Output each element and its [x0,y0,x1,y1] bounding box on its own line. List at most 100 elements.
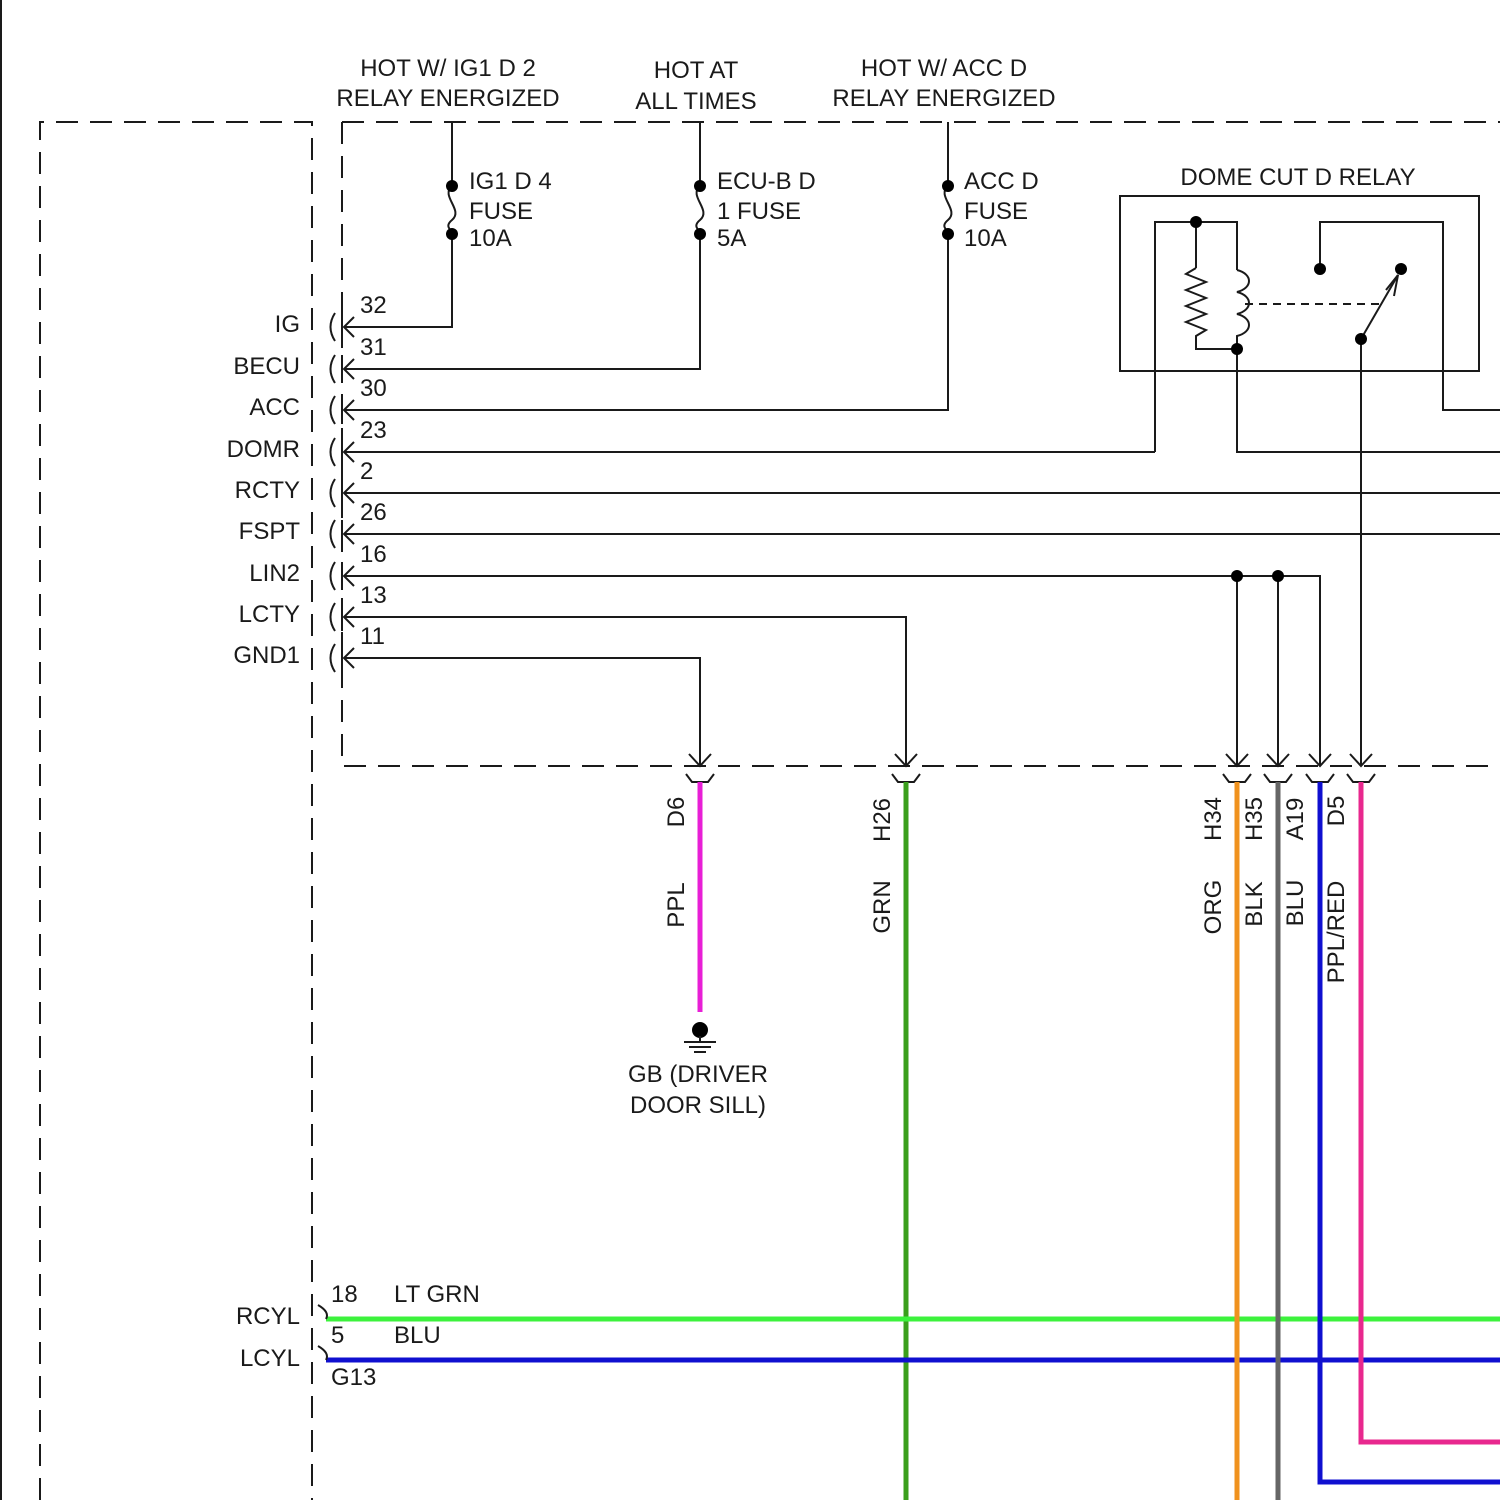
ppl-red-wire [1361,782,1500,1442]
wire-color-ppl: PPL [663,882,690,927]
pin-name-rcty: RCTY [235,477,300,504]
pin-number-5: 5 [331,1322,344,1349]
fuse-symbol [448,186,455,234]
pin-name-gnd1: GND1 [233,642,300,669]
fuse-ig1-type: FUSE [469,198,533,225]
acc-fuse-circuit: ACC D FUSE 10A [344,122,1039,410]
ecub-feed-wire [344,122,700,369]
pin-name-becu: BECU [233,353,300,380]
fuse-terminal-dot [446,180,458,192]
power-source-ig1: HOT W/ IG1 D 2 RELAY ENERGIZED [336,55,559,112]
ecu-pin-gnd1: GND1 11 [233,623,385,669]
relay-contact-dot [1314,263,1326,275]
pin-name-fspt: FSPT [239,518,301,545]
fuse-ig1-name: IG1 D 4 [469,168,552,195]
connector-id-d6: D6 [663,797,690,828]
ecu-pin-becu: BECU 31 [233,334,386,380]
power-source-battery: HOT AT ALL TIMES [635,57,756,115]
fuse-acc-rating: 10A [964,225,1007,252]
lcty-wire [344,617,906,766]
pin-name-lin2: LIN2 [249,560,300,587]
connector-id-d5: D5 [1323,796,1350,827]
power-source-ig1-line1: HOT W/ IG1 D 2 [360,55,536,82]
ground-point-dot [692,1022,708,1038]
relay-switch-arm [1361,275,1398,339]
wire-color-grn: GRN [869,880,896,933]
gnd1-wire [344,658,700,766]
ground-label-line2: DOOR SILL) [630,1092,766,1119]
connector-id-h35: H35 [1241,797,1268,841]
connector-h26: H26 GRN [869,798,896,934]
pin-number-13: 13 [360,582,387,609]
connector-id-h26: H26 [869,798,896,842]
fuse-terminal-dot [694,180,706,192]
wire-color-ppl-red: PPL/RED [1323,881,1350,984]
wire-color-lt-grn: LT GRN [394,1281,480,1308]
fuse-acc-type: FUSE [964,198,1028,225]
pin-number-26: 26 [360,499,387,526]
relay-title: DOME CUT D RELAY [1180,164,1415,191]
connector-id-h34: H34 [1200,797,1227,841]
bottom-connector-symbols [686,754,1375,782]
lower-connector-id: G13 [331,1364,376,1391]
pin-name-rcyl: RCYL [236,1303,300,1330]
fuse-ecub-name: ECU-B D [717,168,816,195]
pin-name-domr: DOMR [227,436,300,463]
wire-color-blu-lower: BLU [394,1322,441,1349]
ground-gb: GB (DRIVER DOOR SILL) [628,1022,768,1119]
fuse-ecub-type: 1 FUSE [717,198,801,225]
power-source-acc-line2: RELAY ENERGIZED [832,85,1055,112]
pin-number-18: 18 [331,1281,358,1308]
ground-label-line1: GB (DRIVER [628,1061,768,1088]
connector-id-a19: A19 [1282,798,1309,841]
pin-number-30: 30 [360,375,387,402]
lin2-junction-dot [1272,570,1284,582]
pin-name-ig: IG [275,311,300,338]
pin-number-32: 32 [360,292,387,319]
power-source-battery-line1: HOT AT [654,57,739,84]
pin-number-2: 2 [360,458,373,485]
relay-resistor [1186,268,1237,349]
power-source-battery-line2: ALL TIMES [635,88,756,115]
ground-icon [684,1036,716,1052]
fuse-ecub-rating: 5A [717,225,746,252]
pin-number-11: 11 [360,623,385,650]
pin-name-lcyl: LCYL [240,1345,300,1372]
lin2-junction-dot [1231,570,1243,582]
connector-bracket [318,1305,327,1319]
acc-feed-wire [344,122,948,410]
pin-name-acc: ACC [249,394,300,421]
connector-a19: A19 BLU [1282,798,1309,927]
relay-junction-dot [1231,343,1243,355]
pin-number-31: 31 [360,334,387,361]
fuse-symbol [696,186,703,234]
pin-name-lcty: LCTY [239,601,300,628]
lower-pin-rcyl: RCYL 18 LT GRN [236,1281,480,1330]
fuse-symbol [944,186,951,234]
wire-color-blk: BLK [1241,881,1268,926]
relay-junction-dot [1190,216,1202,228]
relay-contact-feed [1320,222,1500,410]
power-source-acc-line1: HOT W/ ACC D [861,55,1027,82]
power-source-ig1-line2: RELAY ENERGIZED [336,85,559,112]
relay-contact-dot [1395,263,1407,275]
left-module-outline [40,122,312,1500]
connector-bracket [318,1346,327,1360]
connector-h35: H35 BLK [1241,797,1268,927]
fuse-terminal-dot [694,228,706,240]
connector-h34: H34 ORG [1200,797,1227,934]
ecu-pin-lin2: LIN2 16 [249,541,386,587]
wire-color-org: ORG [1200,880,1227,935]
relay-contact-dot [1355,333,1367,345]
pin-number-16: 16 [360,541,387,568]
power-source-acc: HOT W/ ACC D RELAY ENERGIZED [832,55,1055,112]
connector-d5: D5 PPL/RED [1323,796,1350,984]
ecub-fuse-circuit: ECU-B D 1 FUSE 5A [344,122,816,369]
ecu-pin-acc: ACC 30 [249,375,386,421]
ecu-pin-domr: DOMR 23 [227,417,387,463]
ecu-pin-rcty: RCTY 2 [235,458,374,504]
connector-d6: D6 PPL [663,797,690,928]
relay-coil [1237,270,1500,452]
fuse-terminal-dot [446,228,458,240]
